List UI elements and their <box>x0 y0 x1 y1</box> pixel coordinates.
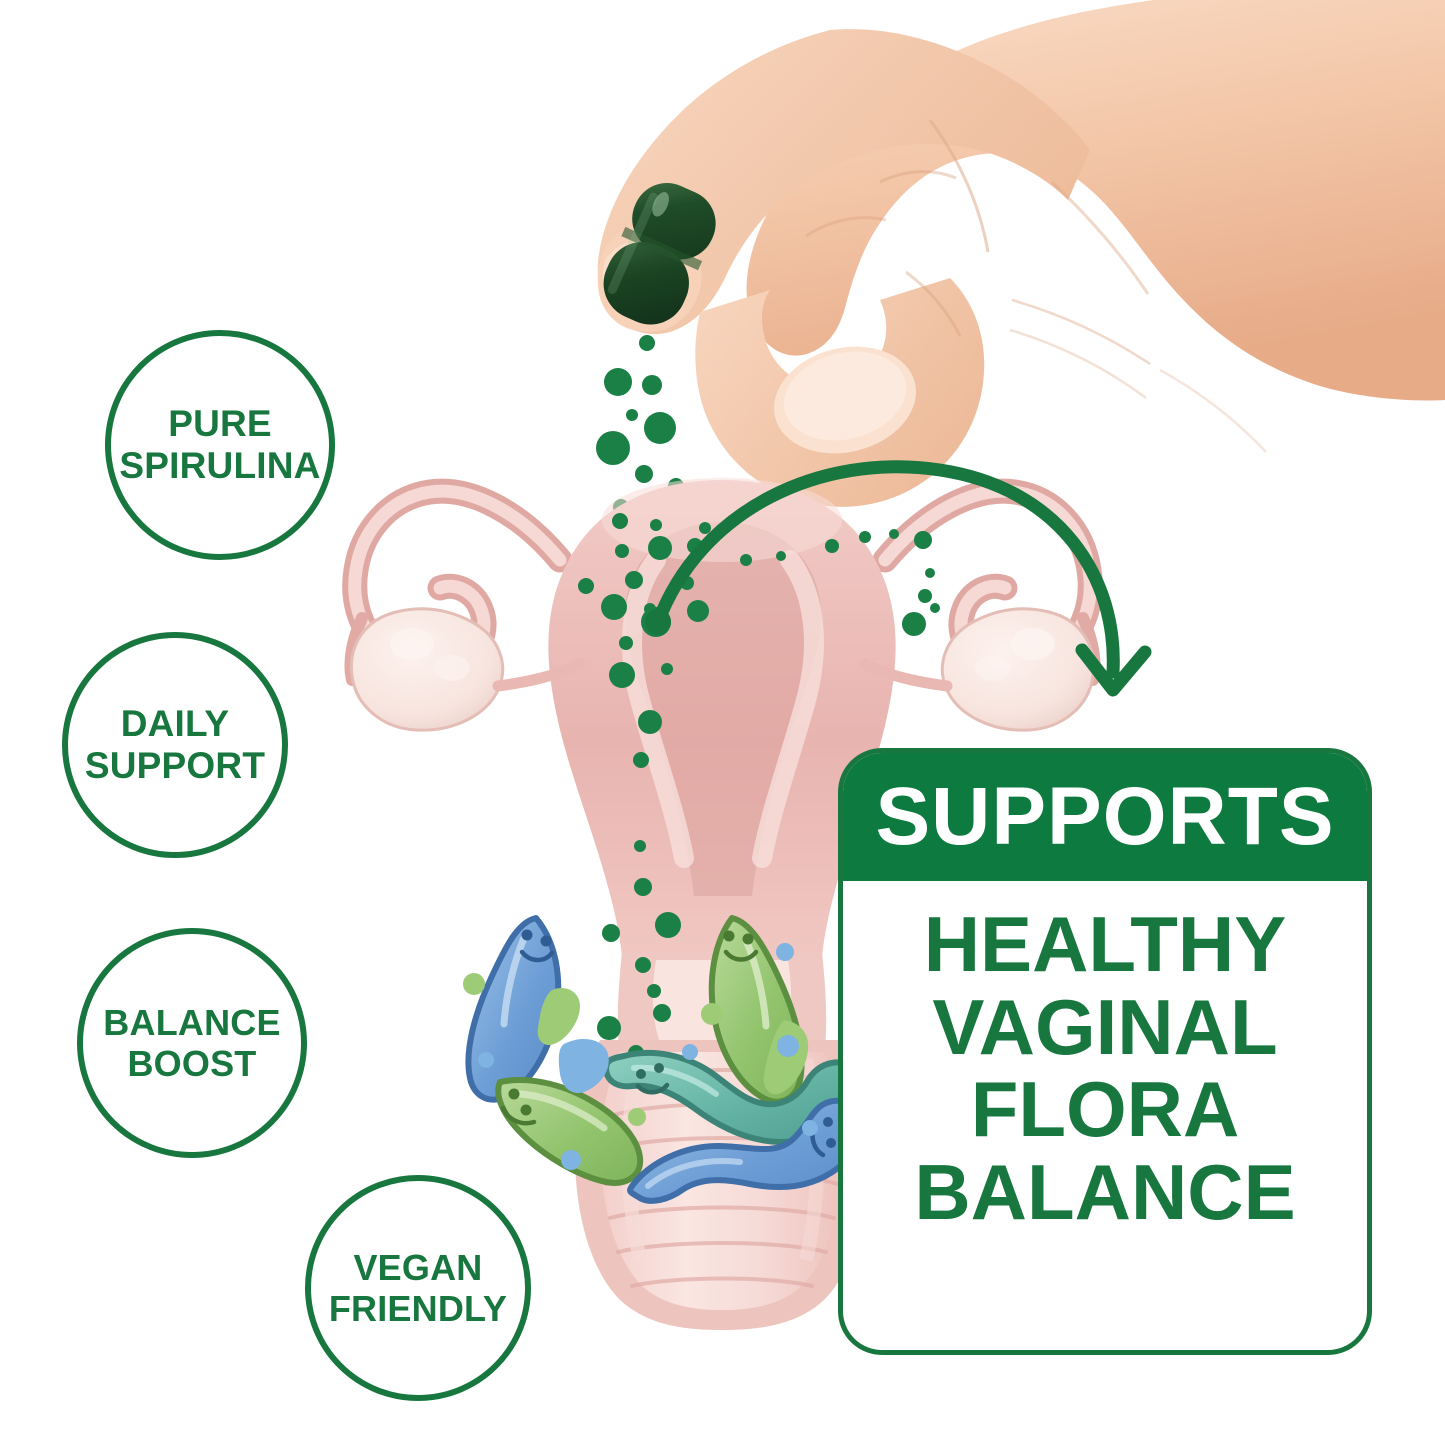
badge-pure-spirulina[interactable]: PURE SPIRULINA <box>105 330 335 560</box>
supports-callout-panel: SUPPORTS HEALTHY VAGINAL FLORA BALANCE <box>838 748 1372 1355</box>
callout-header: SUPPORTS <box>843 753 1367 881</box>
bacteria-blue-bottom <box>627 1097 864 1204</box>
callout-line-1: HEALTHY <box>923 900 1287 988</box>
left-ovary <box>349 607 505 732</box>
badge-balance-boost-label: BALANCE BOOST <box>103 1001 281 1084</box>
vaginal-canal <box>575 1040 869 1330</box>
badge-vegan-friendly-label: VEGAN FRIENDLY <box>328 1246 508 1329</box>
callout-header-text: SUPPORTS <box>875 771 1335 862</box>
right-ovary <box>940 607 1096 732</box>
badge-daily-support-label: DAILY SUPPORT <box>84 702 266 786</box>
callout-line-4: BALANCE <box>914 1148 1296 1237</box>
bacteria-blue-upper-left <box>465 915 562 1103</box>
bacteria-accent-green-2 <box>763 1020 809 1095</box>
badge-vegan-friendly[interactable]: VEGAN FRIENDLY <box>305 1175 531 1401</box>
bacteria-accent-blue-1 <box>558 1039 609 1094</box>
callout-body: HEALTHY VAGINAL FLORA BALANCE <box>843 881 1367 1350</box>
bacteria-teal-center <box>603 1049 866 1145</box>
badge-pure-spirulina-label: PURE SPIRULINA <box>119 402 321 486</box>
bacteria-green-upper-right <box>708 915 805 1105</box>
callout-line-2: VAGINAL <box>932 982 1278 1071</box>
badge-daily-support[interactable]: DAILY SUPPORT <box>62 632 288 858</box>
spirulina-capsule <box>603 183 716 325</box>
bacteria-green-lower-left <box>495 1077 644 1186</box>
bacteria-dots <box>463 943 818 1170</box>
callout-line-3: FLORA <box>970 1065 1240 1154</box>
bacteria-accent-green-1 <box>537 987 580 1046</box>
right-fallopian-tube <box>872 478 1103 712</box>
badge-balance-boost[interactable]: BALANCE BOOST <box>77 928 307 1158</box>
hand-shape <box>597 0 1445 507</box>
left-fallopian-tube <box>342 478 573 712</box>
